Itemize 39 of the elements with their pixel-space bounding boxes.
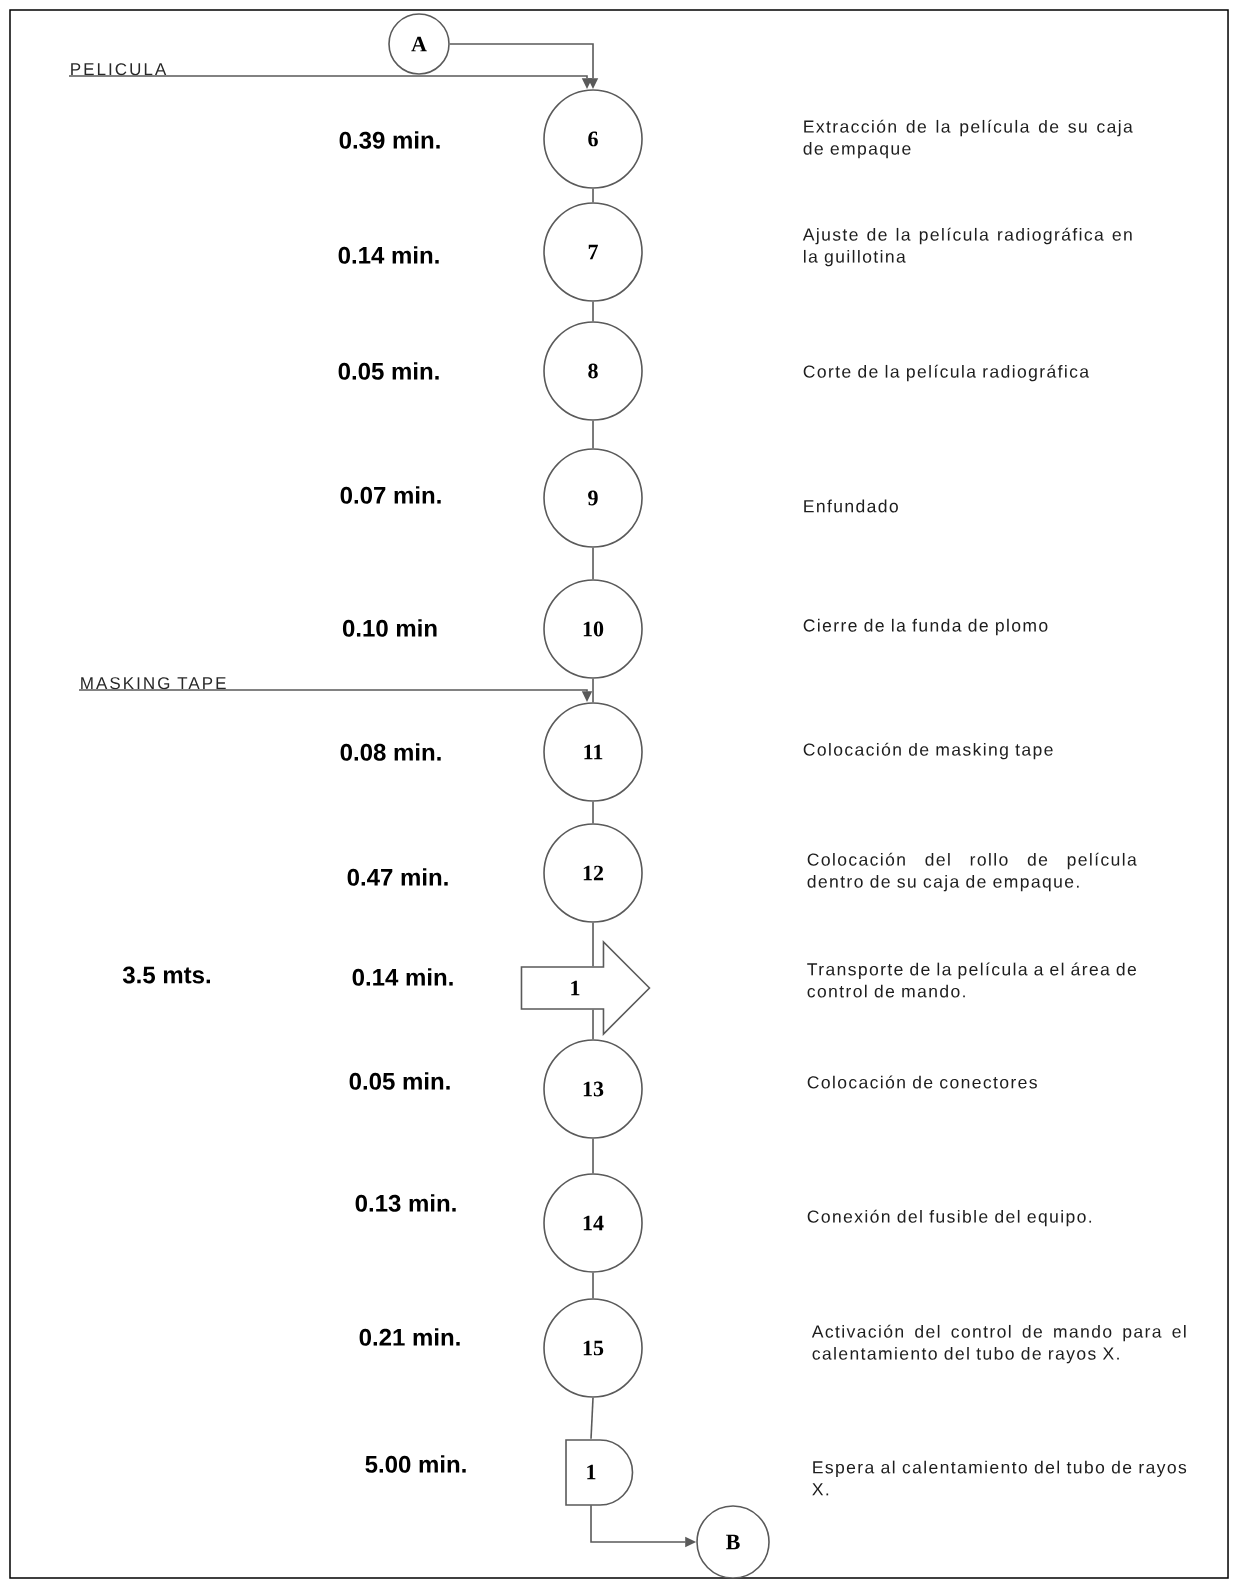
- connector-line: [592, 188, 594, 203]
- material-label: PELICULA: [71, 63, 167, 76]
- connector-line: [592, 1138, 594, 1174]
- step-description: Ajuste de la película radiográfica en la guillotina: [802, 227, 1132, 267]
- connector-line: [592, 1008, 594, 1040]
- step-description: Enfundado: [804, 499, 898, 513]
- step-description: Activación del control de mando para el calentamiento del tubo de rayos X.: [811, 1324, 1186, 1364]
- time-label: 5.00 min.: [365, 1455, 466, 1473]
- connector-line: [592, 922, 594, 968]
- time-label: 0.05 min.: [349, 1072, 450, 1090]
- time-label: 0.10 min: [342, 619, 437, 637]
- step-description: Conexión del fusible del equipo.: [807, 1209, 1092, 1227]
- step-description: Extracción de la película de su caja de empaque: [803, 119, 1133, 159]
- time-label: 0.39 min.: [339, 131, 440, 149]
- time-label: 3.5 mts.: [122, 966, 210, 984]
- connector-line: [592, 419, 594, 449]
- time-label: 0.13 min.: [355, 1194, 456, 1212]
- step-description: Colocación de conectores: [807, 1075, 1037, 1089]
- step-description: Transporte de la película a el área de control de mando.: [807, 962, 1136, 998]
- time-label: 0.14 min.: [352, 968, 453, 986]
- step-description: Cierre de la funda de plomo: [803, 618, 1048, 636]
- node-label: B: [726, 1534, 740, 1550]
- connector-line: [592, 678, 594, 703]
- time-label: 0.21 min.: [359, 1328, 460, 1346]
- step-description: Espera al calentamiento del tubo de rayos X.: [812, 1460, 1187, 1496]
- time-label: 0.05 min.: [338, 362, 439, 380]
- connector-line: [592, 801, 594, 824]
- material-label: MASKING TAPE: [81, 677, 226, 690]
- time-label: 0.14 min.: [338, 246, 439, 264]
- step-description: Corte de la película radiográfica: [803, 364, 1090, 382]
- connector-line: [592, 300, 594, 322]
- step-description: Colocación del rollo de película dentro de su caja de empaque.: [807, 852, 1137, 892]
- time-label: 0.07 min.: [340, 486, 441, 504]
- connector-line: [590, 1397, 594, 1440]
- time-label: 0.47 min.: [347, 868, 448, 886]
- step-description: Colocación de masking tape: [803, 742, 1053, 760]
- time-label: 0.08 min.: [340, 743, 441, 761]
- connector-line: [592, 547, 594, 580]
- connector-line: [592, 1272, 594, 1299]
